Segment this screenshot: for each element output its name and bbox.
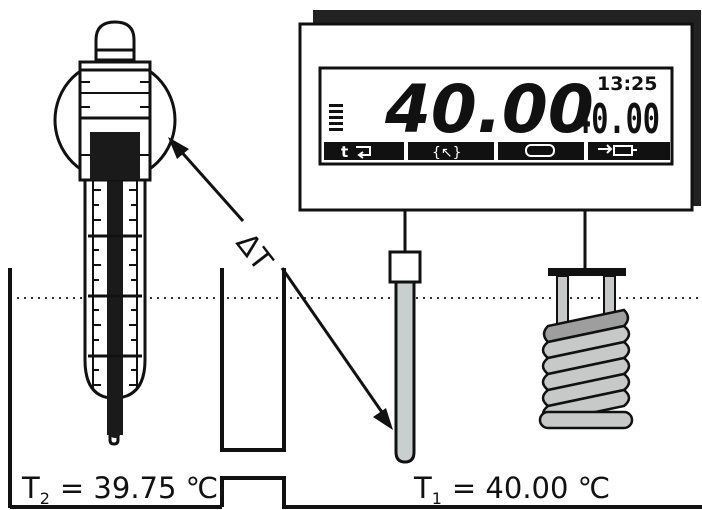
signal-bars-icon [329,104,343,131]
calibrate-icon: {↖} [432,145,462,161]
thermometer-scale [88,150,142,390]
timer-button[interactable]: t [324,142,404,161]
svg-text:T1= 40.00 ℃: T1 = 40.00 ℃ [413,471,610,508]
t1-value: = 40.00 ℃ [452,471,610,505]
delta-t-label: ΔT [230,226,280,277]
t2-symbol: T [21,471,40,505]
display-mode-button[interactable] [498,142,584,160]
main-reading: 40.00 [384,71,594,148]
timer-return-icon [356,146,371,159]
output-arrow-icon [598,144,637,156]
magnified-mercury [90,132,140,180]
delta-t-arrow [168,137,393,430]
magnifier-lens [53,58,177,182]
output-button[interactable] [588,142,670,160]
timer-button-label: t [341,143,348,161]
meter-button-bar: t {↖} [324,142,670,161]
heater-coil [538,210,634,430]
clock-readout: 13:25 [597,73,657,95]
display-mode-icon [525,144,555,157]
secondary-reading: 40.00 [574,95,660,143]
t2-value: = 39.75 ℃ [60,471,218,505]
t1-symbol: T [413,471,432,505]
mercury-column [107,130,123,435]
temperature-probe [388,210,422,464]
t2-subscript: 2 [40,489,50,508]
bath-container [8,268,702,509]
t1-label: T1 = 40.00 ℃ [413,471,610,508]
calibrate-button[interactable]: {↖} [408,142,494,161]
t1-subscript: 1 [432,489,442,508]
svg-text:T2= 39.75 ℃: T2 = 39.75 ℃ [21,471,218,508]
t2-label: T2 = 39.75 ℃ [21,471,218,508]
digital-meter: 40.00 13:25 40.00 t {↖} [298,10,701,212]
thermometer [83,20,147,446]
